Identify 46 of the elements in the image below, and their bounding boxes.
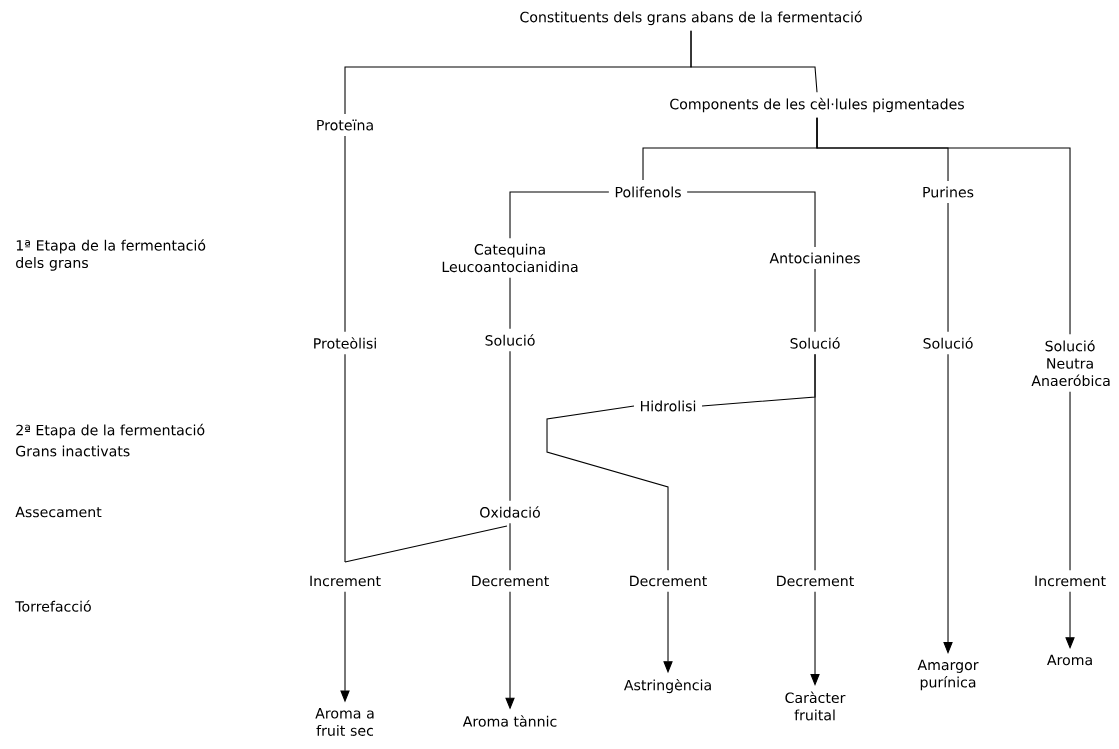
flow-step: Increment xyxy=(1035,575,1106,587)
flow-step: Antocianines xyxy=(769,252,860,264)
stage-label: Torrefacció xyxy=(15,600,91,612)
connector-line xyxy=(690,30,818,93)
flow-step: Decrement xyxy=(630,575,707,587)
connector-line xyxy=(509,522,511,571)
connector-line xyxy=(686,191,816,248)
flow-step: Solució xyxy=(790,337,840,349)
flow-step: Solució xyxy=(485,334,535,346)
flow-step: Astringència xyxy=(624,678,711,694)
stage-label: 1ª Etapa de la fermentació dels grans xyxy=(16,239,206,271)
flow-step: Increment xyxy=(310,575,381,587)
flow-step: Aroma tànnic xyxy=(462,715,557,727)
flow-step: Solució Neutra Anaeróbica xyxy=(1031,339,1110,387)
stage-label: Grans inactivats xyxy=(16,445,130,457)
flow-step: Oxidació xyxy=(480,506,540,518)
flow-step: Proteòlisi xyxy=(314,337,376,349)
connector-line xyxy=(816,117,1071,335)
flow-step: Catequina Leucoantocianidina xyxy=(442,243,578,273)
arrow xyxy=(810,591,820,686)
flow-step: Constituents dels grans abans de la fermentació xyxy=(520,10,862,26)
flow-step: Solució xyxy=(923,337,973,349)
stage-label: Assecament xyxy=(15,506,102,518)
flow-step: Components de les cèl·lules pigmentades xyxy=(670,97,964,113)
flow-step: Proteïna xyxy=(317,119,373,131)
flow-step: Aroma xyxy=(1047,654,1092,666)
flow-step: Decrement xyxy=(777,575,854,587)
connector-line xyxy=(947,202,949,333)
connector-line xyxy=(509,191,610,239)
connector-line xyxy=(509,350,511,502)
connector-line xyxy=(546,405,669,571)
connector-line xyxy=(344,525,508,563)
flow-step: Polifenols xyxy=(615,186,681,198)
flow-step: Decrement xyxy=(472,575,549,587)
flow-step: Hidrolisi xyxy=(641,400,696,412)
flow-step: Caràcter fruital xyxy=(785,691,846,721)
flow-step: Amargor purínica xyxy=(917,659,979,691)
connector-line xyxy=(344,135,346,333)
connector-line xyxy=(814,268,816,333)
connector-line xyxy=(1069,391,1071,571)
connector-line xyxy=(814,353,816,571)
connector-line xyxy=(509,277,511,330)
flow-step: Purines xyxy=(923,186,974,198)
connector-line xyxy=(344,353,346,563)
stage-label: 2ª Etapa de la fermentació xyxy=(16,423,205,439)
flow-step: Aroma a fruit sec xyxy=(315,708,374,736)
